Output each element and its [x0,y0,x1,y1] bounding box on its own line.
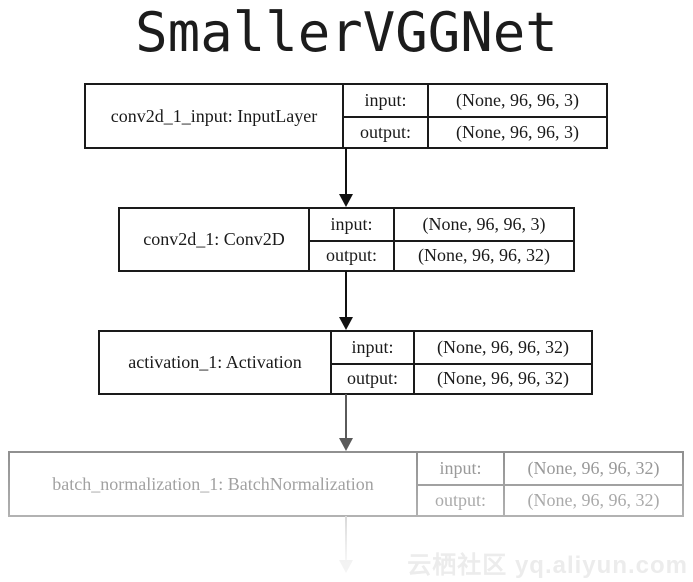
output-shape: (None, 96, 96, 32) [505,484,682,515]
flow-arrow-line-2 [345,271,347,317]
input-label: input: [344,85,429,116]
output-label: output: [310,239,395,270]
input-shape: (None, 96, 96, 3) [456,90,579,110]
flow-arrow-head-2 [339,317,353,330]
flow-arrow-line-1 [345,148,347,194]
flow-arrow-line-4 [345,516,347,560]
flow-arrow-line-3 [345,394,347,438]
diagram-title: SmallerVGGNet [135,1,558,64]
output-shape: (None, 96, 96, 3) [429,116,606,147]
input-label: input: [418,453,505,484]
flow-arrow-head-1 [339,194,353,207]
flow-arrow-head-3 [339,438,353,451]
input-shape: (None, 96, 96, 32) [527,458,660,478]
layer-name: conv2d_1: Conv2D [120,209,310,270]
output-shape: (None, 96, 96, 32) [395,239,573,271]
output-label: output: [344,116,429,147]
layer-name: conv2d_1_input: InputLayer [86,85,344,147]
layer-node-activation-1: activation_1: Activation input: output: … [98,330,593,395]
input-shape: (None, 96, 96, 32) [437,336,569,357]
output-label: output: [332,362,415,393]
layer-node-conv2d-1: conv2d_1: Conv2D input: output: (None, 9… [118,207,575,272]
layer-node-conv2d-1-input: conv2d_1_input: InputLayer input: output… [84,83,608,149]
layer-node-batch-normalization-1: batch_normalization_1: BatchNormalizatio… [8,451,684,517]
layer-name: activation_1: Activation [100,332,332,393]
output-shape: (None, 96, 96, 32) [415,362,591,394]
input-label: input: [310,209,395,240]
layer-name: batch_normalization_1: BatchNormalizatio… [10,453,418,515]
input-label: input: [332,332,415,363]
input-shape: (None, 96, 96, 3) [422,213,546,234]
watermark: 云栖社区 yq.aliyun.com [407,552,688,579]
output-label: output: [418,484,505,515]
flow-arrow-head-4 [339,560,353,573]
